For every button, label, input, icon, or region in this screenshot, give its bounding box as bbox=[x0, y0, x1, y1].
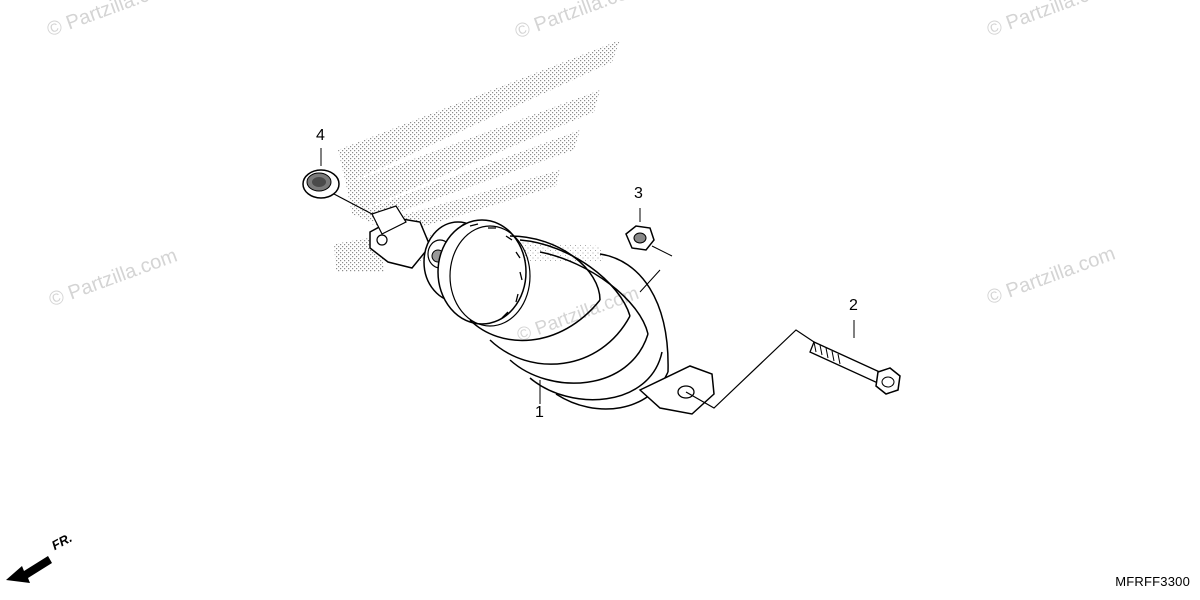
callout-shock-absorber: 1 bbox=[535, 404, 544, 421]
callout-nut: 3 bbox=[634, 185, 643, 202]
bushing-part bbox=[302, 169, 373, 215]
nut-part bbox=[625, 208, 673, 293]
diagram-code: MFRFF3300 bbox=[1115, 574, 1190, 589]
frame-silhouette bbox=[334, 40, 620, 272]
front-arrow-icon bbox=[6, 556, 52, 583]
callout-bushing: 4 bbox=[316, 127, 325, 144]
callout-bolt: 2 bbox=[849, 297, 858, 314]
shock-absorber-part bbox=[369, 205, 715, 415]
bolt-part bbox=[809, 320, 901, 395]
bolt-connector-line bbox=[685, 329, 815, 409]
